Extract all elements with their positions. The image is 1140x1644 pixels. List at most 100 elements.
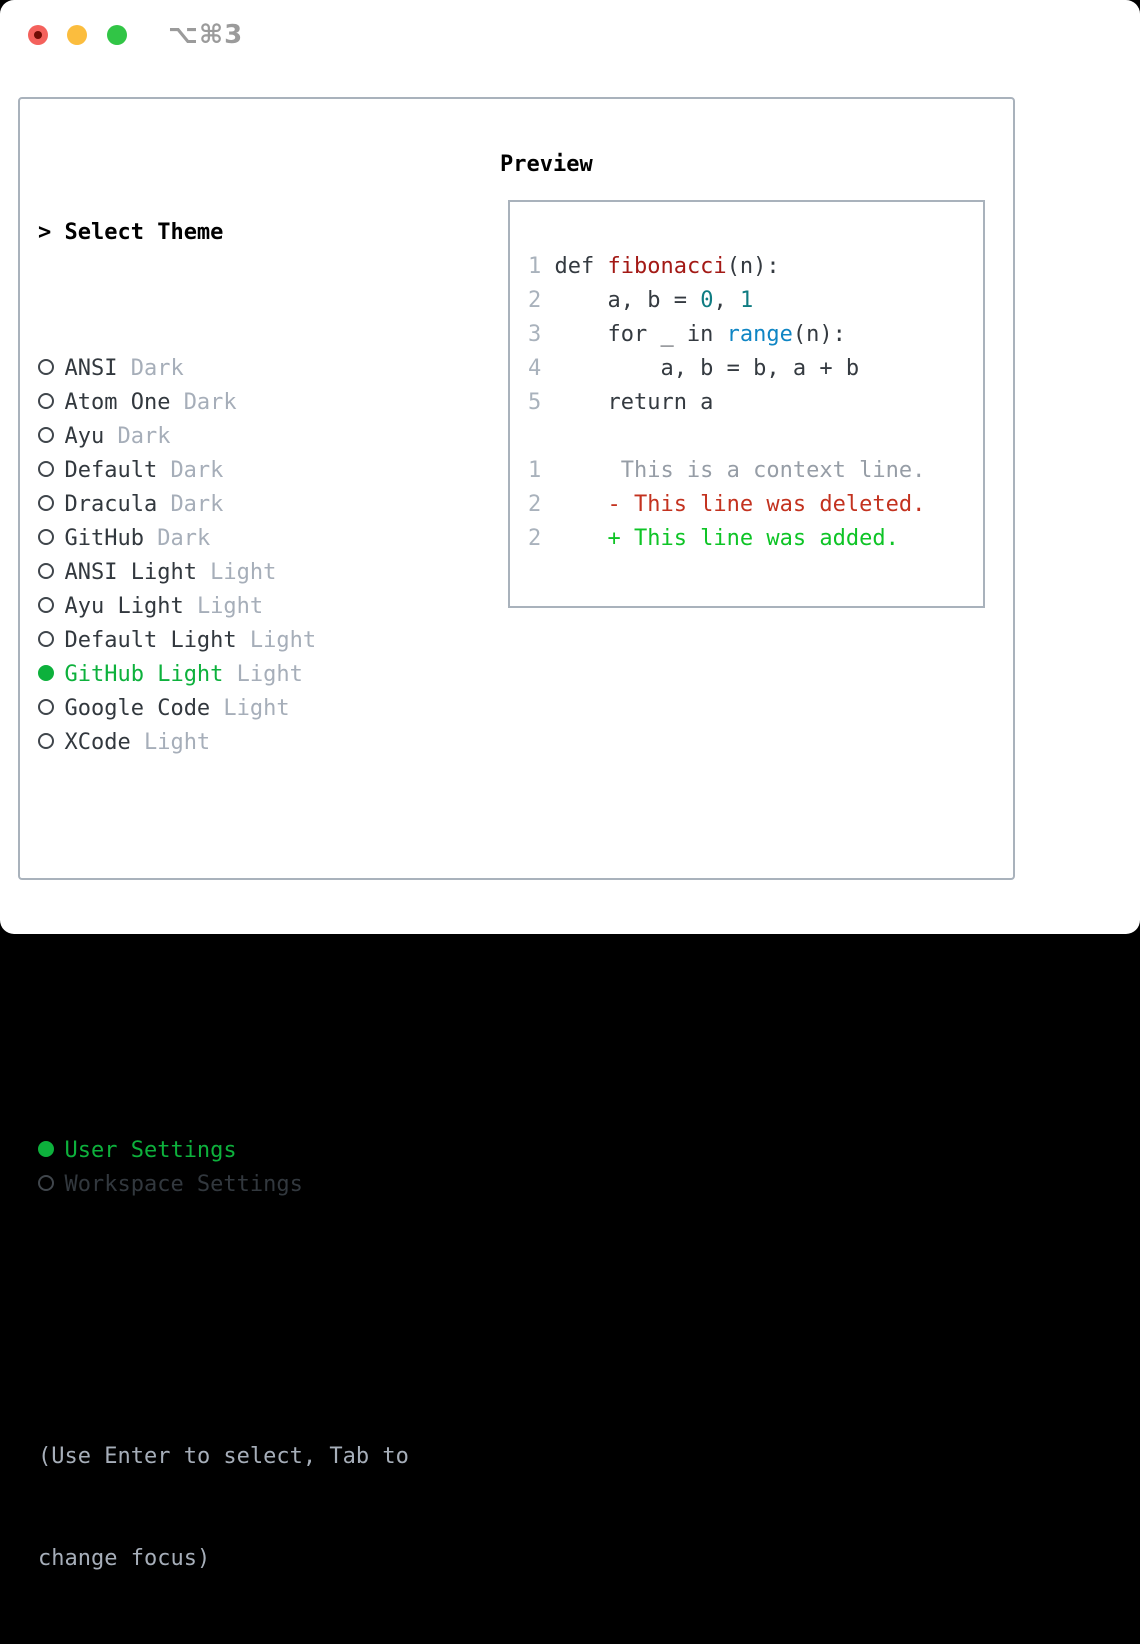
theme-variant: Light xyxy=(236,662,303,687)
code-line: 2 a, b = 0, 1 xyxy=(528,284,925,318)
apply-to-header: Apply To xyxy=(38,998,409,1032)
theme-variant: Light xyxy=(223,696,290,721)
code-segment: - This line was deleted. xyxy=(554,492,926,517)
theme-name: Ayu xyxy=(64,424,105,449)
radio-icon xyxy=(38,733,54,749)
theme-variant: Light xyxy=(210,560,277,585)
theme-name: Google Code xyxy=(64,696,211,721)
select-theme-title: Select Theme xyxy=(64,220,224,245)
close-button[interactable] xyxy=(28,25,48,45)
theme-name: Default xyxy=(64,458,158,483)
radio-icon xyxy=(38,461,54,477)
theme-variant: Dark xyxy=(117,424,171,449)
code-segment: a, b = xyxy=(554,288,701,313)
theme-variant: Dark xyxy=(157,526,211,551)
theme-option-default[interactable]: Default Dark xyxy=(38,454,409,488)
radio-icon xyxy=(38,597,54,613)
theme-name: GitHub xyxy=(64,526,144,551)
line-number: 1 xyxy=(528,458,542,483)
radio-icon xyxy=(38,1175,54,1191)
radio-slot xyxy=(38,522,64,556)
code-line: 1 This is a context line. xyxy=(528,454,925,488)
theme-option-google-code[interactable]: Google Code Light xyxy=(38,692,409,726)
apply-option-label: Workspace Settings xyxy=(64,1172,303,1197)
radio-slot xyxy=(38,624,64,658)
line-number: 5 xyxy=(528,390,542,415)
theme-option-ansi-light[interactable]: ANSI Light Light xyxy=(38,556,409,590)
code-segment: 1 xyxy=(739,288,754,313)
apply-to-title: Apply To xyxy=(64,1002,171,1027)
code-line: 2 + This line was added. xyxy=(528,522,925,556)
radio-icon xyxy=(38,393,54,409)
line-number: 2 xyxy=(528,526,542,551)
line-number: 3 xyxy=(528,322,542,347)
close-dot-icon xyxy=(34,31,42,39)
code-segment: (n): xyxy=(726,254,780,279)
line-number: 2 xyxy=(528,288,542,313)
code-segment: a, b = b, a + b xyxy=(554,356,860,381)
code-segment: range xyxy=(726,322,793,347)
radio-slot xyxy=(38,590,64,624)
theme-name: ANSI Light xyxy=(64,560,197,585)
code-segment: , xyxy=(713,288,740,313)
theme-variant: Dark xyxy=(170,458,224,483)
theme-name: Ayu Light xyxy=(64,594,184,619)
theme-name: XCode xyxy=(64,730,131,755)
prompt-caret: > xyxy=(38,220,52,245)
theme-option-ayu-light[interactable]: Ayu Light Light xyxy=(38,590,409,624)
code-segment: (n): xyxy=(792,322,846,347)
code-segment: return a xyxy=(554,390,714,415)
theme-variant: Light xyxy=(249,628,317,653)
theme-name: ANSI xyxy=(64,356,118,381)
line-number: 4 xyxy=(528,356,542,381)
radio-icon xyxy=(38,529,54,545)
theme-option-ayu[interactable]: Ayu Dark xyxy=(38,420,409,454)
code-segment: for _ in xyxy=(554,322,727,347)
theme-name: Dracula xyxy=(64,492,158,517)
code-segment: This is a context line. xyxy=(554,458,926,483)
code-segment: + This line was added. xyxy=(554,526,899,551)
theme-option-github[interactable]: GitHub Dark xyxy=(38,522,409,556)
hint-line-2: change focus) xyxy=(38,1546,211,1571)
radio-icon xyxy=(38,563,54,579)
theme-option-github-light[interactable]: GitHub Light Light xyxy=(38,658,409,692)
theme-option-ansi[interactable]: ANSI Dark xyxy=(38,352,409,386)
theme-variant: Dark xyxy=(130,356,184,381)
theme-variant: Dark xyxy=(183,390,237,415)
theme-variant: Light xyxy=(143,730,211,755)
theme-option-default-light[interactable]: Default Light Light xyxy=(38,624,409,658)
window-titlebar: ⌥⌘3 xyxy=(0,0,1140,70)
theme-name: Atom One xyxy=(64,390,171,415)
apply-option-user-settings[interactable]: User Settings xyxy=(38,1134,409,1168)
hint-line-1: (Use Enter to select, Tab to xyxy=(38,1444,409,1469)
radio-slot xyxy=(38,352,64,386)
theme-name: GitHub Light xyxy=(64,662,224,687)
code-segment: fibonacci xyxy=(607,254,727,279)
radio-slot xyxy=(38,454,64,488)
window-title: ⌥⌘3 xyxy=(168,20,244,50)
radio-icon xyxy=(38,495,54,511)
radio-icon xyxy=(38,631,54,647)
code-line: 1 def fibonacci(n): xyxy=(528,250,925,284)
apply-option-workspace-settings[interactable]: Workspace Settings xyxy=(38,1168,409,1202)
line-number: 2 xyxy=(528,492,542,517)
code-segment: def xyxy=(554,254,608,279)
minimize-button[interactable] xyxy=(67,25,87,45)
code-line: 4 a, b = b, a + b xyxy=(528,352,925,386)
radio-slot xyxy=(38,658,64,692)
line-number: 1 xyxy=(528,254,542,279)
apply-option-label: User Settings xyxy=(64,1138,237,1163)
theme-option-atom-one[interactable]: Atom One Dark xyxy=(38,386,409,420)
radio-selected-icon xyxy=(38,1141,54,1157)
theme-option-xcode[interactable]: XCode Light xyxy=(38,726,409,760)
maximize-button[interactable] xyxy=(107,25,127,45)
theme-variant: Light xyxy=(196,594,264,619)
theme-name: Default Light xyxy=(64,628,237,653)
